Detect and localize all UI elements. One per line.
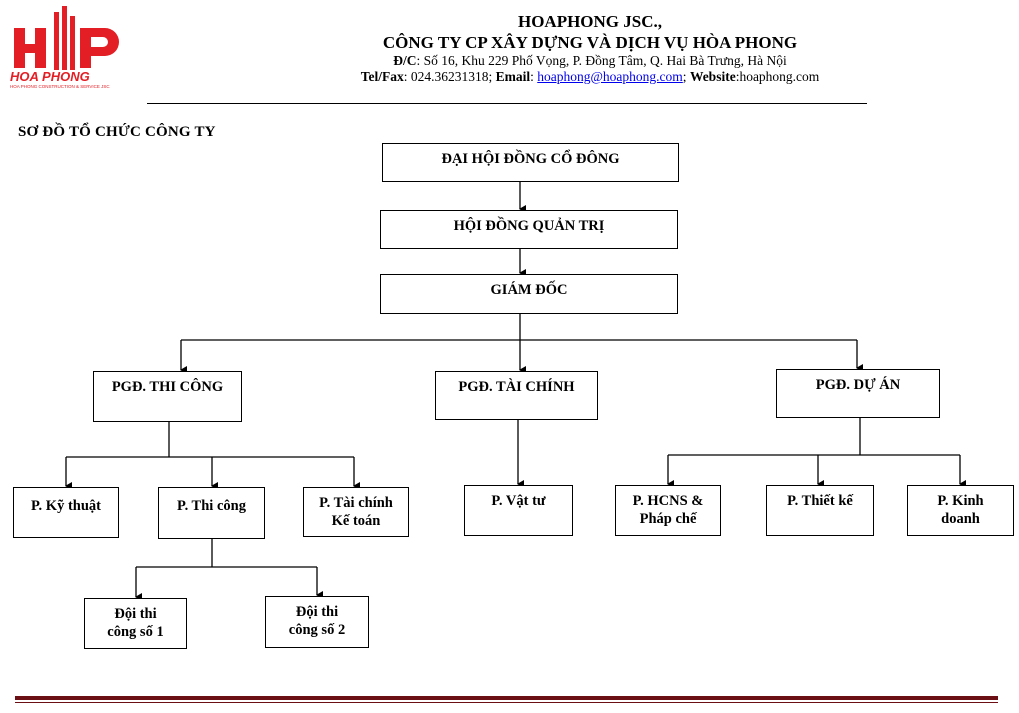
- box-label: PGĐ. THI CÔNG: [111, 379, 224, 395]
- company-logo: HOA PHONG HOA PHONG CONSTRUCTION & SERVI…: [8, 4, 120, 90]
- box-label: ĐẠI HỘI ĐỒNG CỔ ĐÔNG: [441, 151, 620, 167]
- box-label: P. Vật tư: [491, 493, 546, 509]
- footer-rule-thin: [15, 702, 998, 703]
- box-label-line2: Pháp chế: [639, 511, 697, 527]
- telfax-label: Tel/Fax: [360, 69, 404, 84]
- box-vp-construction: PGĐ. THI CÔNG: [93, 371, 242, 422]
- box-dept-materials: P. Vật tư: [464, 485, 573, 536]
- box-label: GIÁM ĐỐC: [490, 282, 568, 298]
- logo-text: HOA PHONG: [10, 69, 90, 84]
- box-label-line1: P. Tài chính: [319, 495, 393, 511]
- address-value: : Số 16, Khu 229 Phố Vọng, P. Đồng Tâm, …: [416, 53, 787, 68]
- company-name-vn: CÔNG TY CP XÂY DỰNG VÀ DỊCH VỤ HÒA PHONG: [382, 33, 798, 52]
- box-label: PGĐ. TÀI CHÍNH: [458, 379, 575, 395]
- box-label: P. Thiết kế: [787, 493, 853, 509]
- box-dept-business: P. Kinh doanh: [907, 485, 1014, 536]
- box-team-1: Đội thi công số 1: [84, 598, 187, 649]
- box-label-line1: P. HCNS &: [632, 493, 704, 509]
- website-separator: ;: [682, 69, 690, 84]
- box-shareholders: ĐẠI HỘI ĐỒNG CỔ ĐÔNG: [382, 143, 679, 182]
- email-link[interactable]: hoaphong@hoaphong.com: [537, 69, 683, 84]
- box-label: HỘI ĐỒNG QUẢN TRỊ: [453, 218, 605, 234]
- box-label-line1: Đội thi: [114, 606, 157, 622]
- box-team-2: Đội thi công số 2: [265, 596, 369, 648]
- company-name-en: HOAPHONG JSC.,: [517, 12, 663, 31]
- box-director: GIÁM ĐỐC: [380, 274, 678, 314]
- footer-rule-thick: [15, 696, 998, 700]
- contact-line: Tel/Fax: 024.36231318; Email: hoaphong@h…: [300, 69, 880, 85]
- box-label-line2: công số 2: [288, 622, 346, 638]
- box-dept-construction: P. Thi công: [158, 487, 265, 539]
- header-divider: [147, 103, 867, 104]
- box-vp-project: PGĐ. DỰ ÁN: [776, 369, 940, 418]
- box-label-line2: doanh: [941, 511, 980, 527]
- box-label: P. Thi công: [177, 498, 246, 514]
- box-label-line1: Đội thi: [295, 604, 339, 620]
- website-value: :hoaphong.com: [735, 69, 820, 84]
- box-label-line1: P. Kinh: [937, 493, 984, 509]
- email-separator: :: [530, 69, 538, 84]
- box-dept-finance: P. Tài chính Kế toán: [303, 487, 409, 537]
- website-label: Website: [689, 69, 736, 84]
- section-title: SƠ ĐỒ TỔ CHỨC CÔNG TY: [18, 124, 216, 140]
- box-dept-hr-legal: P. HCNS & Pháp chế: [615, 485, 721, 536]
- box-label: P. Kỹ thuật: [31, 498, 101, 514]
- box-dept-technical: P. Kỹ thuật: [13, 487, 119, 538]
- box-vp-finance: PGĐ. TÀI CHÍNH: [435, 371, 598, 420]
- logo-subtext: HOA PHONG CONSTRUCTION & SERVICE JSC: [10, 84, 110, 89]
- address-line: Đ/C: Số 16, Khu 229 Phố Vọng, P. Đồng Tâ…: [300, 53, 880, 69]
- telfax-value: : 024.36231318;: [403, 69, 496, 84]
- box-board: HỘI ĐỒNG QUẢN TRỊ: [380, 210, 678, 249]
- box-label-line2: Kế toán: [331, 513, 381, 529]
- letterhead: HOAPHONG JSC., CÔNG TY CP XÂY DỰNG VÀ DỊ…: [300, 12, 880, 85]
- email-label: Email: [495, 69, 531, 84]
- address-label: Đ/C: [393, 53, 417, 68]
- box-label-line2: công số 1: [107, 624, 164, 640]
- box-dept-design: P. Thiết kế: [766, 485, 874, 536]
- box-label: PGĐ. DỰ ÁN: [815, 377, 901, 393]
- hp-logo-mark: HOA PHONG HOA PHONG CONSTRUCTION & SERVI…: [10, 6, 119, 89]
